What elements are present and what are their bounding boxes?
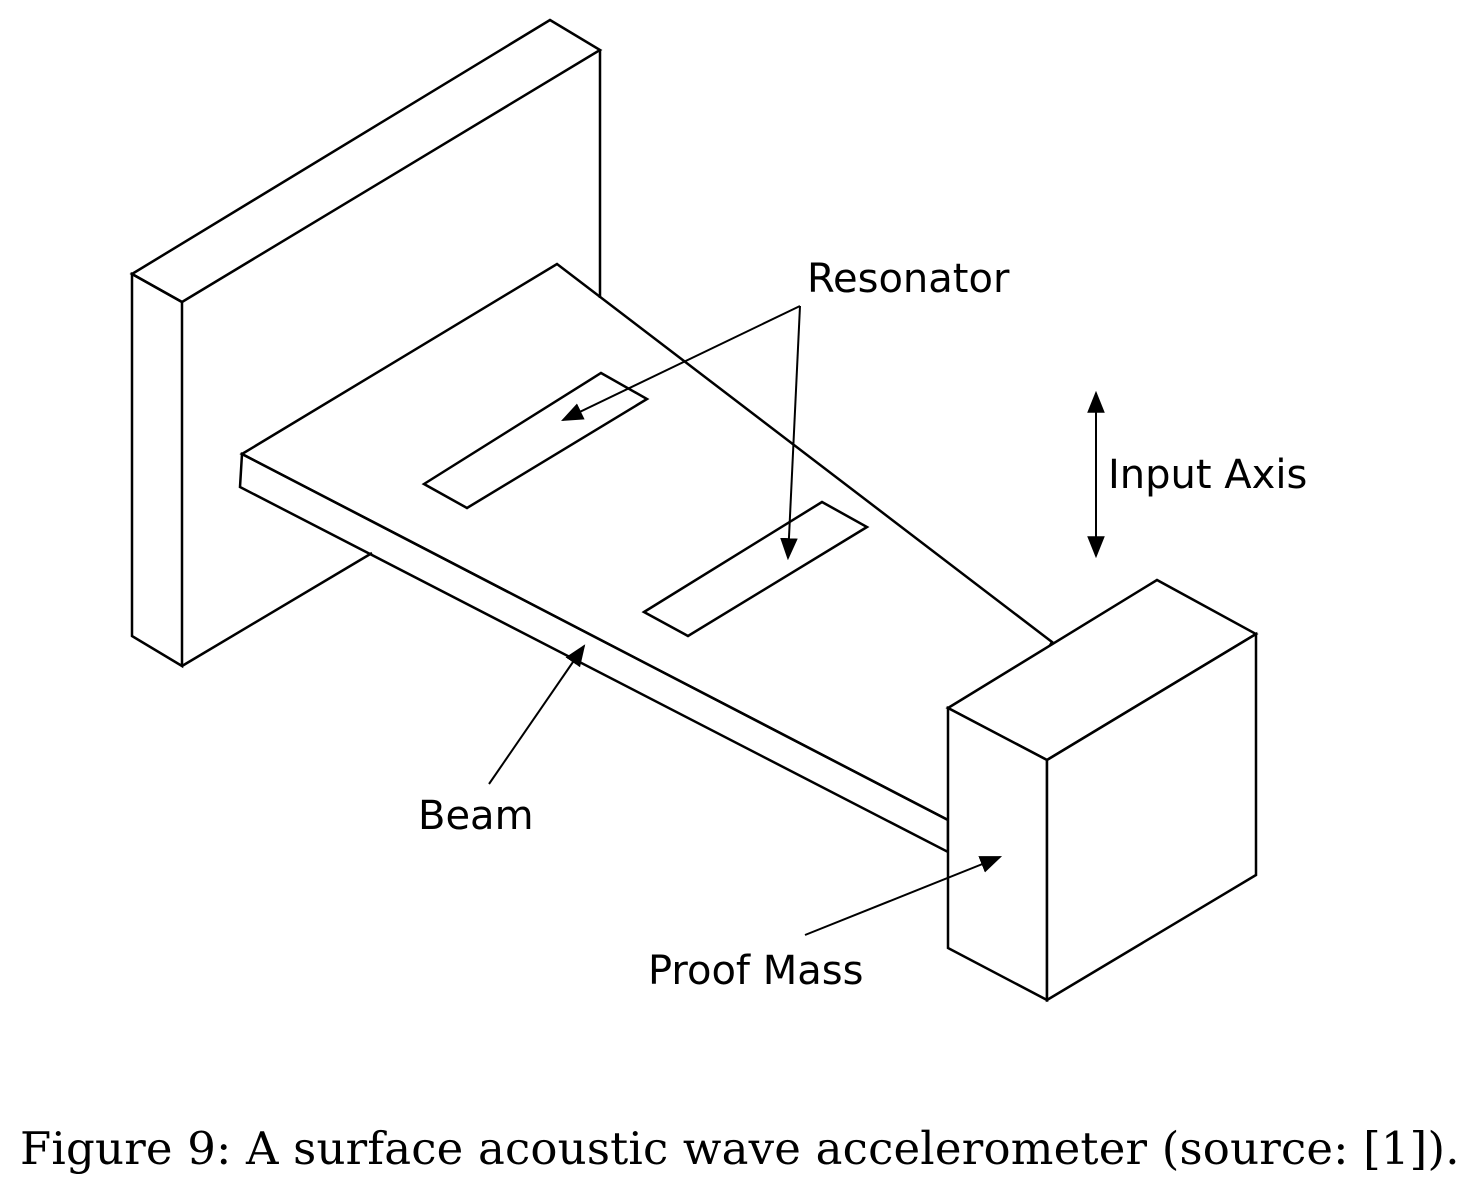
proof-mass-leader [804,856,1003,936]
proof-mass [945,578,1259,1003]
wall-front-face [129,18,603,304]
input-axis-label: Input Axis [1108,452,1307,498]
beam-top-surface [239,262,1054,822]
beam-label: Beam [418,793,534,839]
proof-mass-front-face [946,705,1049,1003]
resonator-leader-left [561,305,801,421]
wall-bottom-edge [181,551,373,668]
resonator-leader-right [780,305,801,561]
proof-mass-side-face [1045,631,1258,1003]
resonator-right [641,500,870,638]
wall-block [129,18,603,669]
beam-leader [488,644,586,785]
resonator-left [421,371,650,510]
accelerometer-diagram: Resonator Input Axis Beam Proof Mass [129,18,1307,1003]
figure-caption: Figure 9: A surface acoustic wave accele… [20,1122,1460,1175]
proof-mass-label: Proof Mass [648,948,863,994]
wall-side-face [130,271,184,669]
resonator-label: Resonator [807,256,1010,302]
